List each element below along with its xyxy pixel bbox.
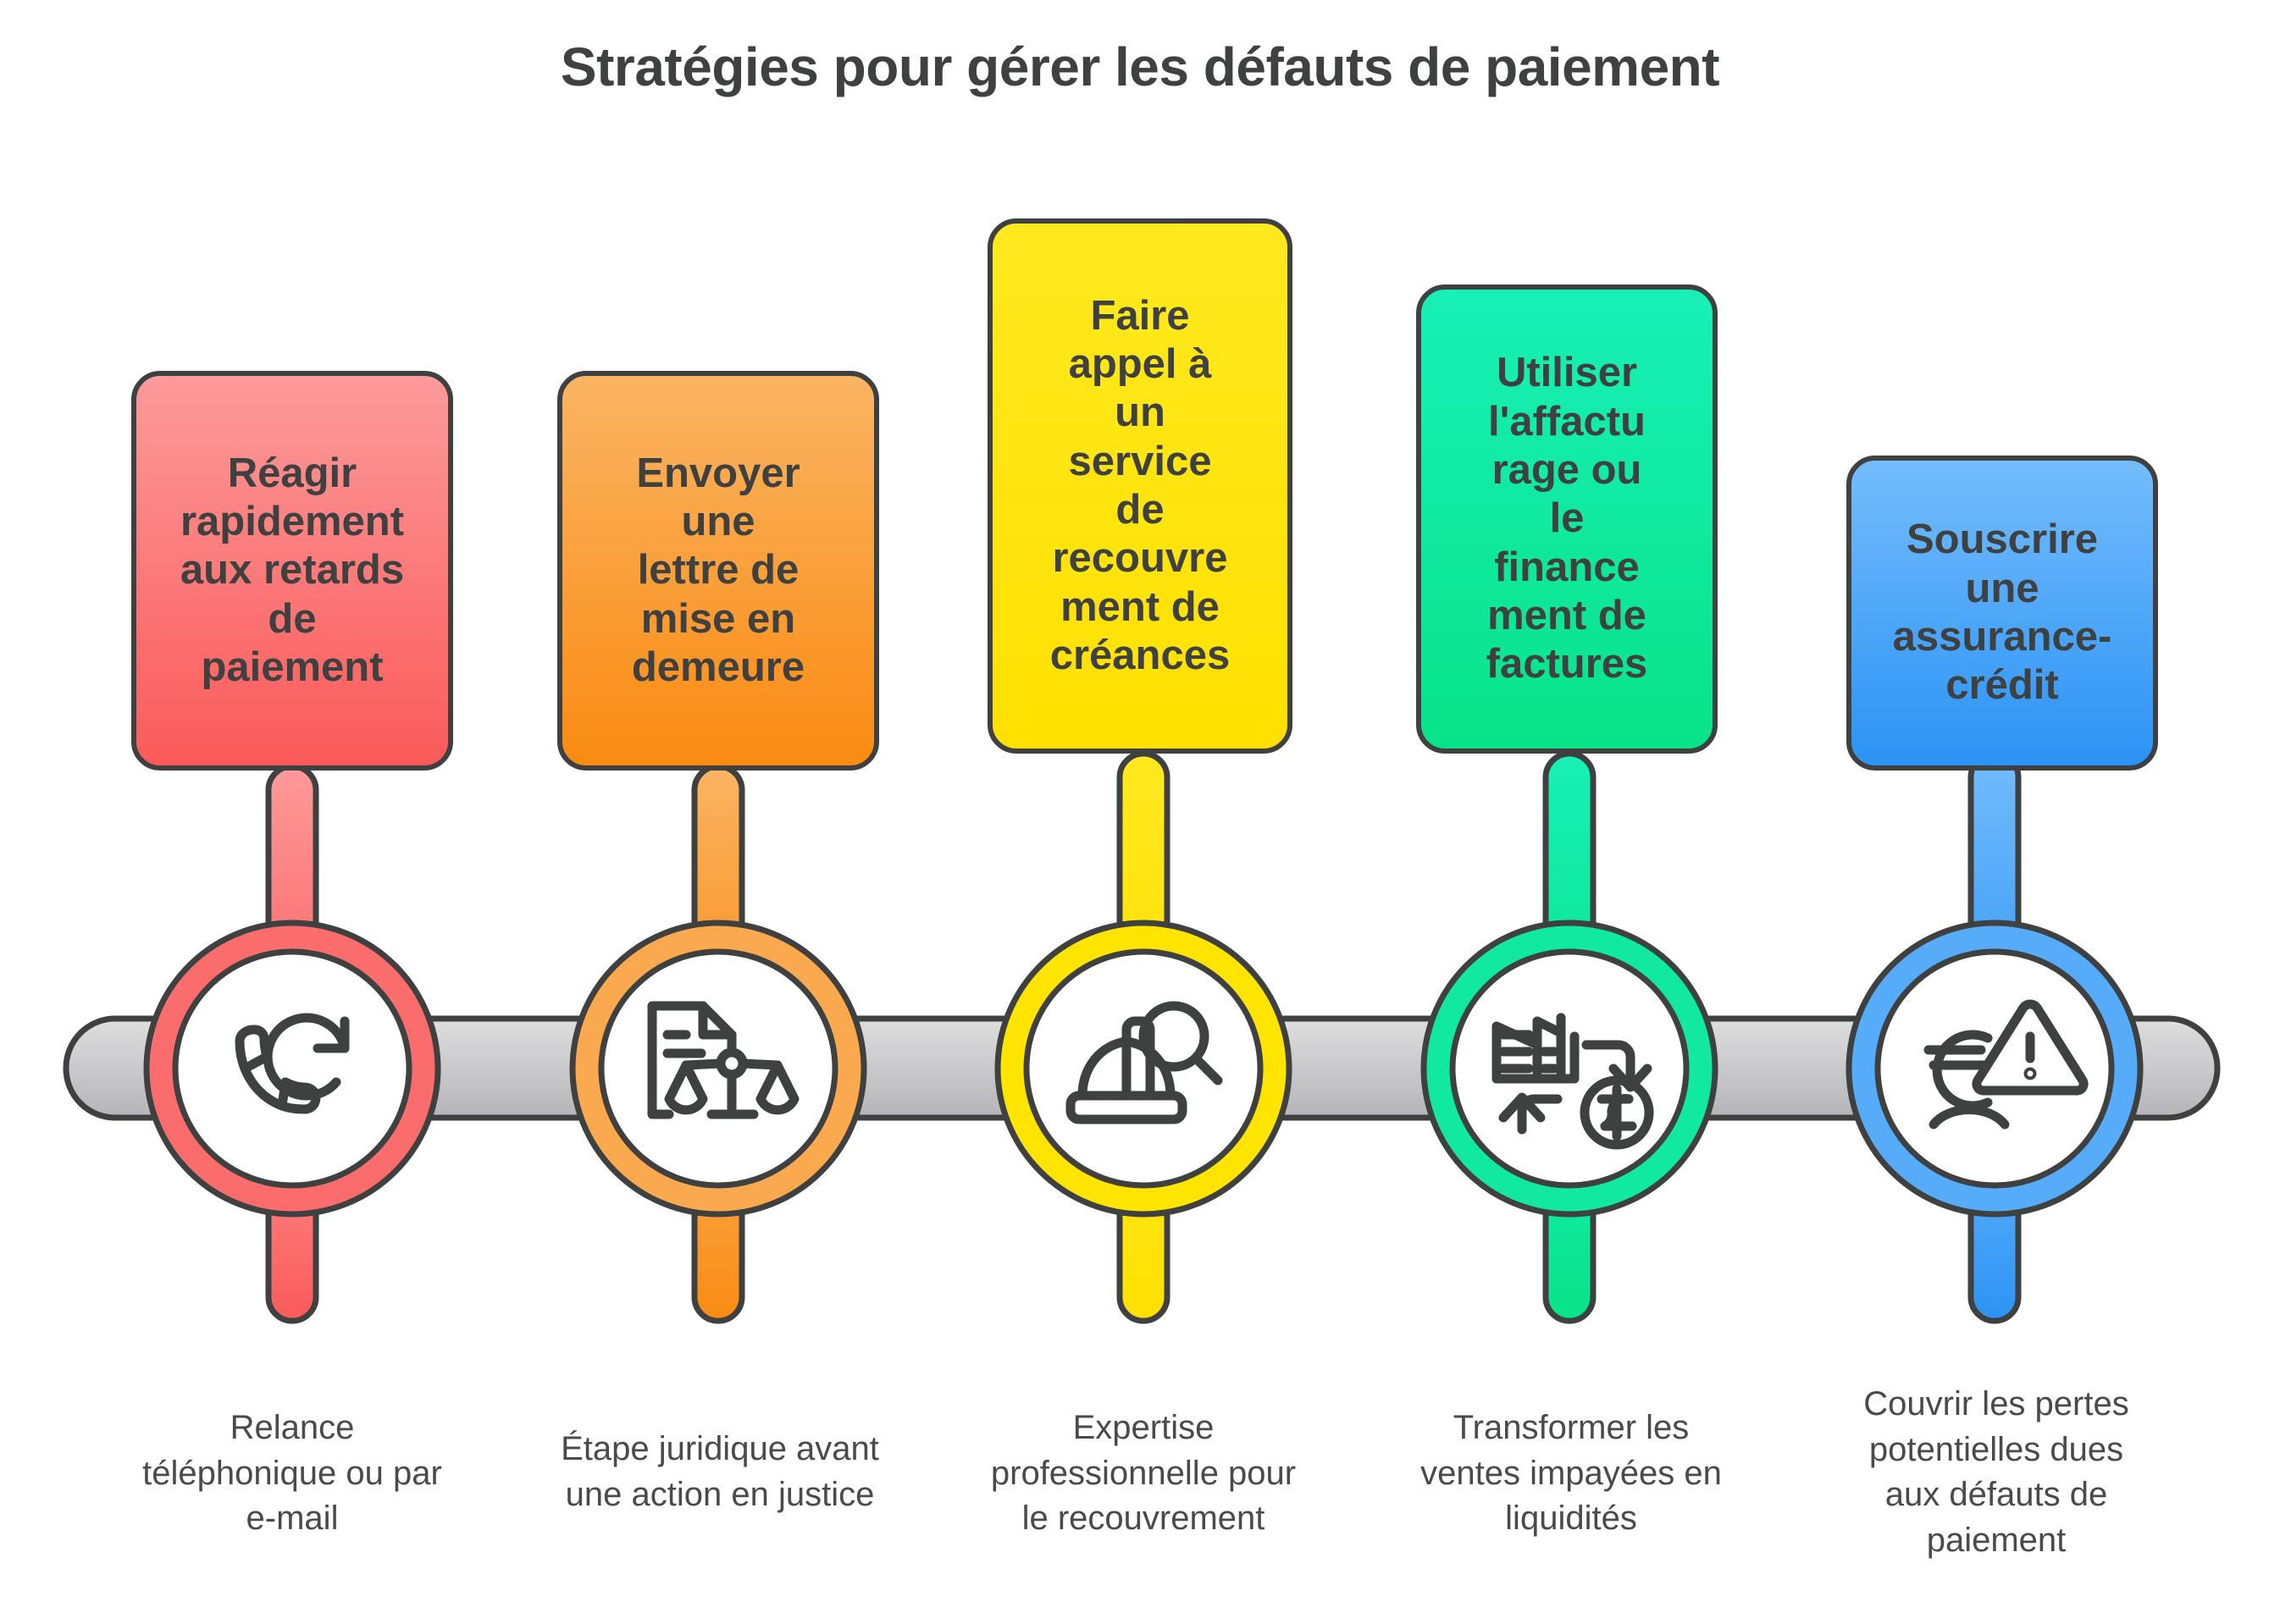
phone-callback-icon — [235, 1013, 350, 1114]
step-caption-3: Expertise professionnelle pour le recouv… — [990, 1409, 1297, 1538]
hardhat-magnifier-icon — [1065, 1001, 1223, 1124]
step-card-4[interactable]: Utiliser l'affactu rage ou le finance me… — [1416, 284, 1718, 754]
step-card-3[interactable]: Faire appel à un service de recouvre men… — [988, 218, 1292, 754]
invoice-to-cash-icon — [1491, 1013, 1654, 1150]
step-caption-1: Relance téléphonique ou par e-mail — [142, 1409, 442, 1538]
step-card-label-1: Réagir rapidement aux retards de paiemen… — [180, 450, 405, 690]
step-ring-4 — [1420, 920, 1718, 1218]
step-card-5[interactable]: Souscrire une assurance- crédit — [1846, 456, 2158, 771]
step-card-label-5: Souscrire une assurance- crédit — [1892, 516, 2112, 709]
step-caption-4: Transformer les ventes impayées en liqui… — [1420, 1409, 1722, 1538]
legal-document-scales-icon — [647, 1001, 800, 1119]
step-caption-2: Étape juridique avant une action en just… — [561, 1430, 879, 1513]
step-caption-5: Couvrir les pertes potentielles dues aux… — [1863, 1385, 2129, 1559]
euro-person-warning-icon — [1923, 999, 2089, 1130]
step-card-1[interactable]: Réagir rapidement aux retards de paiemen… — [131, 371, 453, 771]
step-card-label-4: Utiliser l'affactu rage ou le finance me… — [1486, 350, 1648, 688]
step-card-label-2: Envoyer une lettre de mise en demeure — [631, 450, 805, 690]
step-card-label-3: Faire appel à un service de recouvre men… — [1049, 292, 1231, 678]
step-ring-3 — [994, 920, 1292, 1218]
step-ring-1 — [143, 920, 441, 1218]
page-title: Stratégies pour gérer les défauts de pai… — [560, 36, 1720, 97]
step-ring-5 — [1846, 920, 2144, 1218]
step-card-2[interactable]: Envoyer une lettre de mise en demeure — [557, 371, 879, 771]
